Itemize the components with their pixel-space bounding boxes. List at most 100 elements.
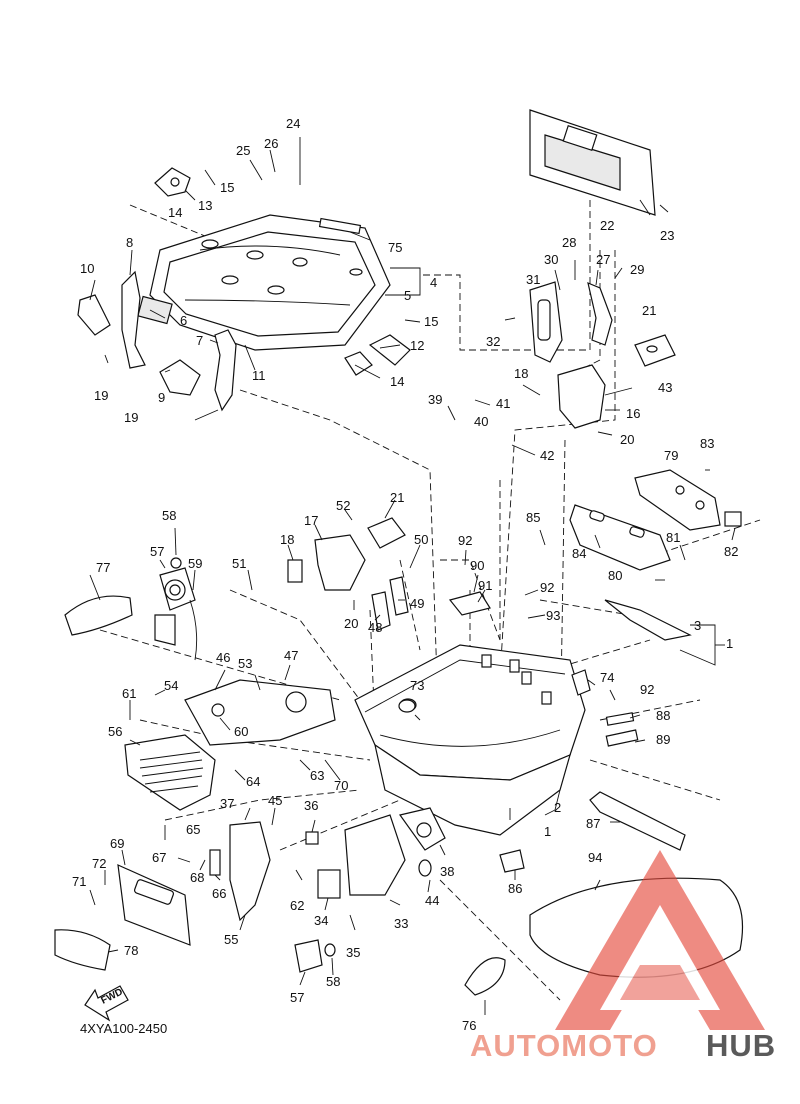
callout-90: 90 xyxy=(470,558,484,573)
hinge-cover-left xyxy=(77,294,111,336)
plate-90 xyxy=(448,591,491,616)
grommet-44 xyxy=(418,859,432,877)
callout-64: 64 xyxy=(246,774,260,789)
callout-40: 40 xyxy=(474,414,488,429)
diagram-code: 4XYA100-2450 xyxy=(80,1021,167,1036)
bottom-case xyxy=(354,644,586,836)
callout-36: 36 xyxy=(304,798,318,813)
side-cover-strip xyxy=(604,599,692,641)
stay-plate-upper xyxy=(368,334,411,366)
rear-stay-87 xyxy=(589,791,686,851)
callout-50: 50 xyxy=(414,532,428,547)
callout-13: 13 xyxy=(198,198,212,213)
callout-94: 94 xyxy=(588,850,602,865)
callout-27: 27 xyxy=(596,252,610,267)
callout-76: 76 xyxy=(462,1018,476,1033)
leader-lines xyxy=(89,137,736,1015)
callout-35: 35 xyxy=(346,945,360,960)
pad-89 xyxy=(605,729,639,747)
backrest-pad xyxy=(64,595,133,636)
callout-31: 31 xyxy=(526,272,540,287)
stay-49 xyxy=(389,576,409,616)
callout-18-top: 18 xyxy=(514,366,528,381)
callout-92-mid: 92 xyxy=(540,580,554,595)
mounting-rail xyxy=(569,469,742,571)
callout-6: 6 xyxy=(180,313,187,328)
speaker-lower xyxy=(229,821,271,922)
callout-9: 9 xyxy=(158,390,165,405)
callout-53: 53 xyxy=(238,656,252,671)
callout-numbers: 24 26 25 15 13 14 75 4 5 8 10 6 7 15 12 … xyxy=(72,116,738,1033)
right-grille-panel xyxy=(344,814,406,896)
callout-30: 30 xyxy=(544,252,558,267)
callout-15-mid: 15 xyxy=(424,314,438,329)
hinge-cover-right xyxy=(159,359,201,396)
callout-67: 67 xyxy=(152,850,166,865)
callout-83: 83 xyxy=(700,436,714,451)
side-reflector xyxy=(54,929,111,971)
callout-59: 59 xyxy=(188,556,202,571)
callout-74: 74 xyxy=(600,670,614,685)
callout-84: 84 xyxy=(572,546,586,561)
callout-79: 79 xyxy=(664,448,678,463)
watermark-text: AUTOMOTO HUB xyxy=(470,1028,776,1063)
callout-57-bottom: 57 xyxy=(290,990,304,1005)
pad-88 xyxy=(605,712,635,726)
callout-60: 60 xyxy=(234,724,248,739)
callout-62: 62 xyxy=(290,898,304,913)
callout-10: 10 xyxy=(80,261,94,276)
callout-22: 22 xyxy=(600,218,614,233)
callout-44: 44 xyxy=(425,893,439,908)
callout-65: 65 xyxy=(186,822,200,837)
callout-86: 86 xyxy=(508,881,522,896)
svg-text:HUB: HUB xyxy=(706,1028,776,1063)
left-grille-panel xyxy=(124,734,216,811)
connector-57 xyxy=(294,939,323,973)
callout-71: 71 xyxy=(72,874,86,889)
callout-8: 8 xyxy=(126,235,133,250)
callout-12: 12 xyxy=(410,338,424,353)
callout-92-upper: 92 xyxy=(458,533,472,548)
watermark-logo xyxy=(555,850,765,1030)
callout-58-top: 58 xyxy=(162,508,176,523)
callout-15-top: 15 xyxy=(220,180,234,195)
left-hinge-arm xyxy=(121,270,146,369)
stay-plate-lower xyxy=(344,351,373,376)
callout-41: 41 xyxy=(496,396,510,411)
backrest-pad-lower xyxy=(464,957,506,996)
callout-3: 3 xyxy=(694,618,701,633)
callout-66: 66 xyxy=(212,886,226,901)
callout-61: 61 xyxy=(122,686,136,701)
callout-21-top: 21 xyxy=(642,303,656,318)
callout-1-right: 1 xyxy=(726,636,733,651)
callout-89: 89 xyxy=(656,732,670,747)
clip-36 xyxy=(305,831,319,845)
left-side-plate xyxy=(117,864,191,946)
callout-46: 46 xyxy=(216,650,230,665)
callout-49: 49 xyxy=(410,596,424,611)
callout-57-top: 57 xyxy=(150,544,164,559)
callout-32: 32 xyxy=(486,334,500,349)
callout-7: 7 xyxy=(196,333,203,348)
callout-51: 51 xyxy=(232,556,246,571)
callout-16: 16 xyxy=(626,406,640,421)
reflector-plate xyxy=(529,109,656,216)
callout-24: 24 xyxy=(286,116,300,131)
cap-73 xyxy=(398,699,416,713)
callout-88: 88 xyxy=(656,708,670,723)
callout-21-mid: 21 xyxy=(390,490,404,505)
callout-73: 73 xyxy=(410,678,424,693)
callout-29: 29 xyxy=(630,262,644,277)
stay-48 xyxy=(371,591,391,631)
callout-42: 42 xyxy=(540,448,554,463)
damper-86 xyxy=(499,849,525,873)
center-stopper xyxy=(367,517,406,549)
callout-85: 85 xyxy=(526,510,540,525)
callout-19-upper: 19 xyxy=(94,388,108,403)
callout-20-top: 20 xyxy=(620,432,634,447)
bracket-66 xyxy=(209,849,221,876)
small-plate xyxy=(287,559,303,583)
right-hinge-arm xyxy=(214,329,237,412)
callout-56: 56 xyxy=(108,724,122,739)
